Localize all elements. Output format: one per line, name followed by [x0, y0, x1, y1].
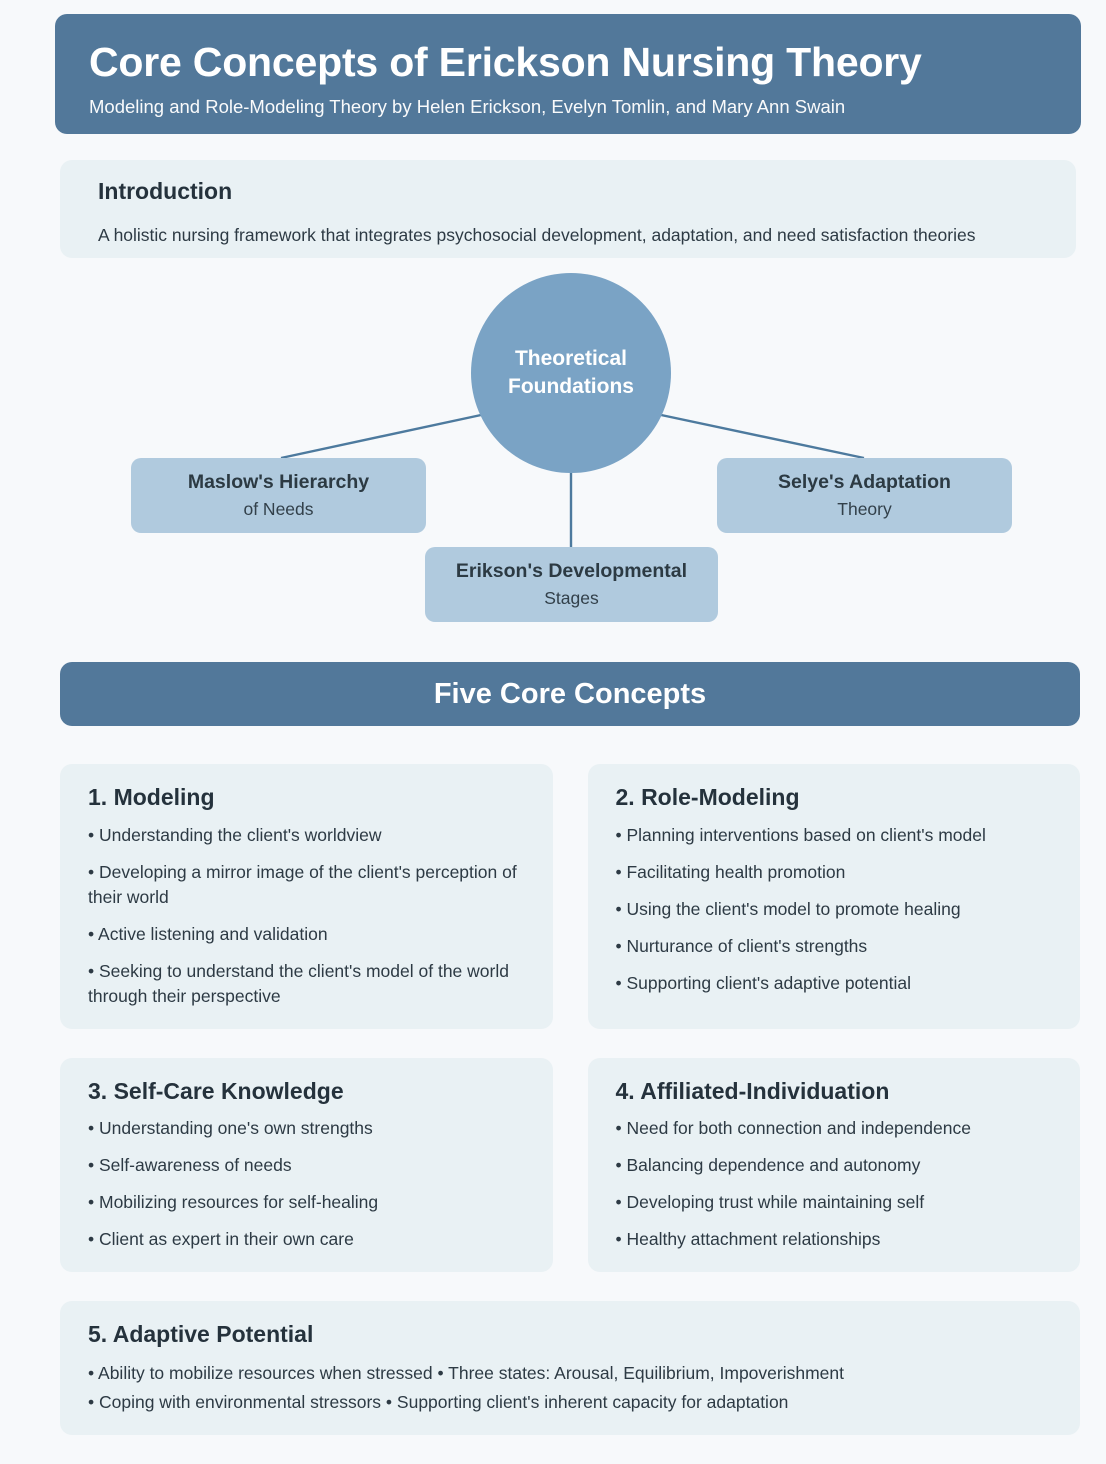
concept-bullet-list: • Understanding the client's worldview •… [88, 823, 527, 1009]
concept-card-modeling: 1. Modeling • Understanding the client's… [60, 764, 553, 1029]
list-item: • Developing a mirror image of the clien… [88, 861, 517, 907]
concept-bullet-list: • Ability to mobilize resources when str… [88, 1360, 1054, 1416]
list-item: • Seeking to understand the client's mod… [88, 960, 509, 1006]
list-item: • Coping with environmental stressors • … [88, 1392, 789, 1413]
diagram-node-maslows-hierarchy: Maslow's Hierarchy of Needs [131, 458, 426, 533]
list-item: • Facilitating health promotion [615, 861, 846, 882]
list-item: • Nurturance of client's strengths [615, 935, 868, 956]
introduction-body: A holistic nursing framework that integr… [98, 224, 976, 245]
diagram-center-node-label: Theoretical Foundations [496, 345, 646, 402]
five-core-concepts-banner: Five Core Concepts [60, 662, 1080, 726]
concept-bullet-list: • Understanding one's own strengths • Se… [88, 1116, 527, 1252]
concept-bullet-list: • Planning interventions based on client… [616, 823, 1055, 996]
list-item: • Developing trust while maintaining sel… [615, 1192, 925, 1213]
list-item: • Client as expert in their own care [88, 1229, 354, 1250]
diagram-center-node: Theoretical Foundations [471, 273, 671, 473]
node-title: Maslow's Hierarchy [187, 471, 370, 494]
list-item: • Using the client's model to promote he… [615, 898, 961, 919]
concept-title: 2. Role-Modeling [615, 784, 800, 810]
introduction-card: Introduction A holistic nursing framewor… [60, 160, 1076, 258]
concept-title: 4. Affiliated-Individuation [615, 1077, 890, 1104]
connector-line-right [646, 410, 865, 460]
node-title: Selye's Adaptation [778, 471, 951, 494]
diagram-connectors [280, 410, 865, 547]
concept-card-role-modeling: 2. Role-Modeling • Planning intervention… [587, 764, 1080, 1029]
concepts-row-1: 1. Modeling • Understanding the client's… [60, 764, 1080, 1029]
concept-card-self-care-knowledge: 3. Self-Care Knowledge • Understanding o… [60, 1057, 553, 1273]
center-label-line-1: Theoretical [514, 346, 628, 370]
page-subtitle: Modeling and Role-Modeling Theory by Hel… [89, 95, 846, 117]
list-item: • Planning interventions based on client… [615, 824, 986, 845]
list-item: • Mobilizing resources for self-healing [88, 1192, 379, 1213]
list-item: • Balancing dependence and autonomy [615, 1155, 921, 1176]
theoretical-foundations-diagram: Theoretical Foundations Maslow's Hierarc… [0, 262, 1106, 640]
center-label-line-2: Foundations [508, 375, 634, 398]
diagram-node-eriksons-developmental: Erikson's Developmental Stages [425, 547, 718, 622]
connector-line-left [280, 410, 496, 460]
page-header: Core Concepts of Erickson Nursing Theory… [55, 14, 1081, 134]
diagram-node-selyes-adaptation: Selye's Adaptation Theory [717, 458, 1012, 533]
concept-card-affiliated-individuation: 4. Affiliated-Individuation • Need for b… [587, 1057, 1080, 1273]
list-item: • Understanding one's own strengths [88, 1118, 373, 1139]
list-item: • Understanding the client's worldview [88, 824, 382, 845]
concepts-row-3: 5. Adaptive Potential • Ability to mobil… [60, 1301, 1080, 1436]
node-subtitle: of Needs [243, 498, 314, 519]
concept-bullet-list: • Need for both connection and independe… [616, 1116, 1055, 1252]
concept-card-adaptive-potential: 5. Adaptive Potential • Ability to mobil… [60, 1301, 1080, 1436]
concepts-row-2: 3. Self-Care Knowledge • Understanding o… [60, 1057, 1080, 1273]
list-item: • Self-awareness of needs [88, 1155, 292, 1176]
page-title: Core Concepts of Erickson Nursing Theory [89, 39, 922, 85]
list-item: • Active listening and validation [88, 923, 328, 944]
node-subtitle: Theory [837, 498, 892, 519]
list-item: • Need for both connection and independe… [615, 1118, 971, 1139]
concepts-grid: 1. Modeling • Understanding the client's… [60, 764, 1080, 1464]
list-item: • Healthy attachment relationships [615, 1229, 881, 1250]
concept-title: 1. Modeling [88, 784, 215, 810]
list-item: • Supporting client's adaptive potential [615, 972, 912, 993]
list-item: • Ability to mobilize resources when str… [88, 1362, 845, 1383]
concept-title: 5. Adaptive Potential [88, 1321, 314, 1348]
section-banner-label: Five Core Concepts [433, 677, 707, 710]
node-title: Erikson's Developmental [455, 560, 688, 583]
concept-title: 3. Self-Care Knowledge [88, 1077, 344, 1104]
node-subtitle: Stages [544, 587, 599, 608]
introduction-title: Introduction [98, 178, 233, 204]
